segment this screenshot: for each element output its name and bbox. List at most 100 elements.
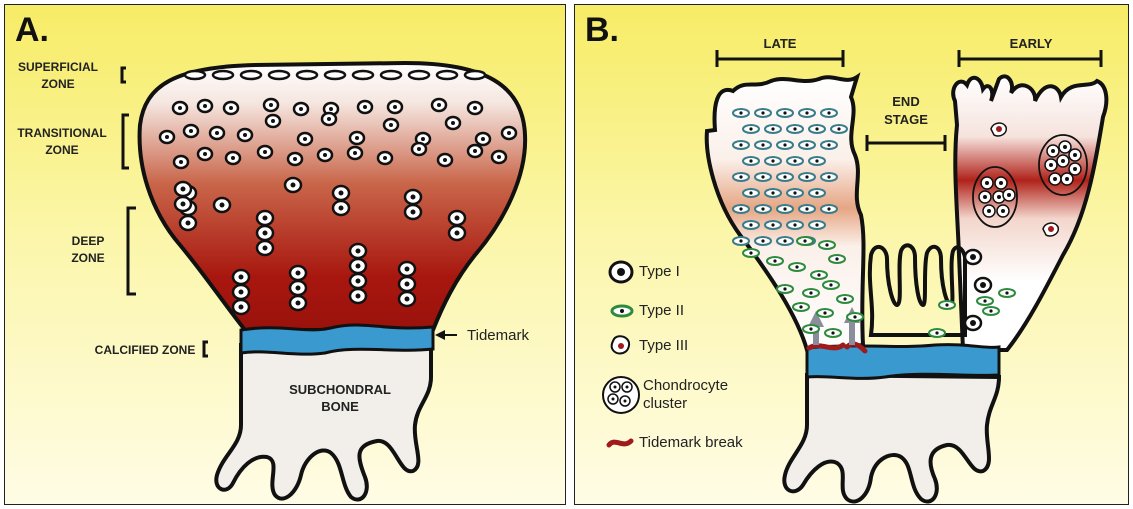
chondrocyte-cell — [184, 125, 198, 137]
type2-cell — [755, 109, 771, 117]
type2-cell — [797, 237, 813, 245]
chondrocyte-cell — [298, 133, 312, 145]
chondrocyte-cell — [214, 198, 230, 212]
type2-cell — [799, 205, 815, 213]
type2-cell — [777, 141, 793, 149]
chondrocyte-cell — [399, 277, 415, 291]
type2-cell — [743, 249, 759, 257]
chondrocyte-cell — [468, 102, 482, 114]
type2-cell — [803, 289, 819, 297]
chondrocyte-cell — [350, 259, 366, 273]
chondrocyte-cell — [348, 147, 362, 159]
chondrocyte-cell — [257, 211, 273, 225]
type2-cell — [799, 173, 815, 181]
type2-cell — [743, 189, 759, 197]
type2-cell — [793, 303, 809, 311]
chondrocyte-cell — [446, 117, 460, 129]
type2-cell — [809, 157, 825, 165]
superficial-cell — [353, 71, 373, 79]
superficial-cell — [409, 71, 429, 79]
legend-cluster-icon — [603, 377, 639, 413]
type2-cell — [765, 189, 781, 197]
transitional-zone-label: TRANSITIONALZONE — [7, 125, 117, 159]
chondrocyte-cell — [449, 211, 465, 225]
type2-cell — [777, 173, 793, 181]
type2-cell — [829, 255, 845, 263]
early-label: EARLY — [1001, 35, 1061, 53]
legend-type1-icon — [610, 262, 632, 282]
chondrocyte-cell — [399, 262, 415, 276]
late-label: LATE — [750, 35, 810, 53]
superficial-cell — [325, 71, 345, 79]
chondrocyte-cell — [198, 100, 212, 112]
chondrocyte-cell — [288, 153, 302, 165]
type2-cell — [743, 221, 759, 229]
panel-b-label: B. — [585, 11, 619, 50]
type2-cell — [977, 297, 993, 305]
type2-cell — [821, 173, 837, 181]
chondrocyte-cell — [350, 132, 364, 144]
chondrocyte-cell — [233, 300, 249, 314]
deep-bracket — [128, 208, 136, 294]
chondrocyte-cell — [449, 226, 465, 240]
chondrocyte-cell — [358, 101, 372, 113]
chondrocyte-cell — [264, 99, 278, 111]
type2-cell — [755, 205, 771, 213]
type2-cell — [939, 301, 955, 309]
chondrocyte-cell — [378, 152, 392, 164]
subchondral-bone — [216, 345, 431, 500]
chondrocyte-cell — [502, 127, 516, 139]
type2-cell — [755, 237, 771, 245]
transitional-bracket — [123, 115, 129, 168]
type2-cell — [733, 237, 749, 245]
chondrocyte-cell — [432, 99, 446, 111]
end-stage-bracket — [867, 135, 945, 151]
tidemark-break — [809, 345, 843, 348]
type2-cell — [823, 281, 839, 289]
type2-cell — [821, 141, 837, 149]
chondrocyte-cell — [290, 296, 306, 310]
type3-cell — [991, 123, 1006, 136]
legend-tidemark-break-label: Tidemark break — [639, 434, 743, 452]
chondrocyte-cell — [257, 226, 273, 240]
type2-cell — [733, 173, 749, 181]
type2-cell — [777, 205, 793, 213]
type1-cell — [965, 250, 981, 264]
chondrocyte-cell — [322, 113, 336, 125]
end-stage-label: ENDSTAGE — [871, 93, 941, 129]
type2-cell — [787, 221, 803, 229]
superficial-cell — [269, 71, 289, 79]
subchondral-bone-b — [784, 375, 999, 502]
superficial-cell — [437, 71, 457, 79]
chondrocyte-cell — [476, 133, 490, 145]
chondrocyte-cell — [405, 190, 421, 204]
superficial-zone-label: SUPERFICIALZONE — [13, 59, 103, 93]
chondrocyte-cell — [180, 216, 196, 230]
tidemark-label: Tidemark — [467, 327, 529, 345]
chondrocyte-cell — [238, 129, 252, 141]
type2-cell — [765, 125, 781, 133]
chondrocyte-cell — [333, 186, 349, 200]
chondrocyte-cell — [226, 152, 240, 164]
chondrocyte-cell — [175, 182, 191, 196]
type2-cell — [825, 329, 841, 337]
calcified-zone — [241, 325, 433, 354]
superficial-cell — [465, 71, 485, 79]
panel-a-label: A. — [15, 11, 49, 50]
type2-cell — [847, 313, 863, 321]
chondrocyte-cell — [290, 281, 306, 295]
superficial-cell — [297, 71, 317, 79]
type2-cell — [929, 329, 945, 337]
superficial-cell — [185, 71, 205, 79]
superficial-cell — [213, 71, 233, 79]
type2-cell — [733, 141, 749, 149]
superficial-bracket — [122, 68, 126, 82]
type3-cell — [1043, 223, 1058, 236]
deep-zone-label: DEEPZONE — [63, 233, 113, 267]
type2-cell — [787, 125, 803, 133]
type1-cell — [965, 316, 981, 330]
type2-cell — [809, 125, 825, 133]
